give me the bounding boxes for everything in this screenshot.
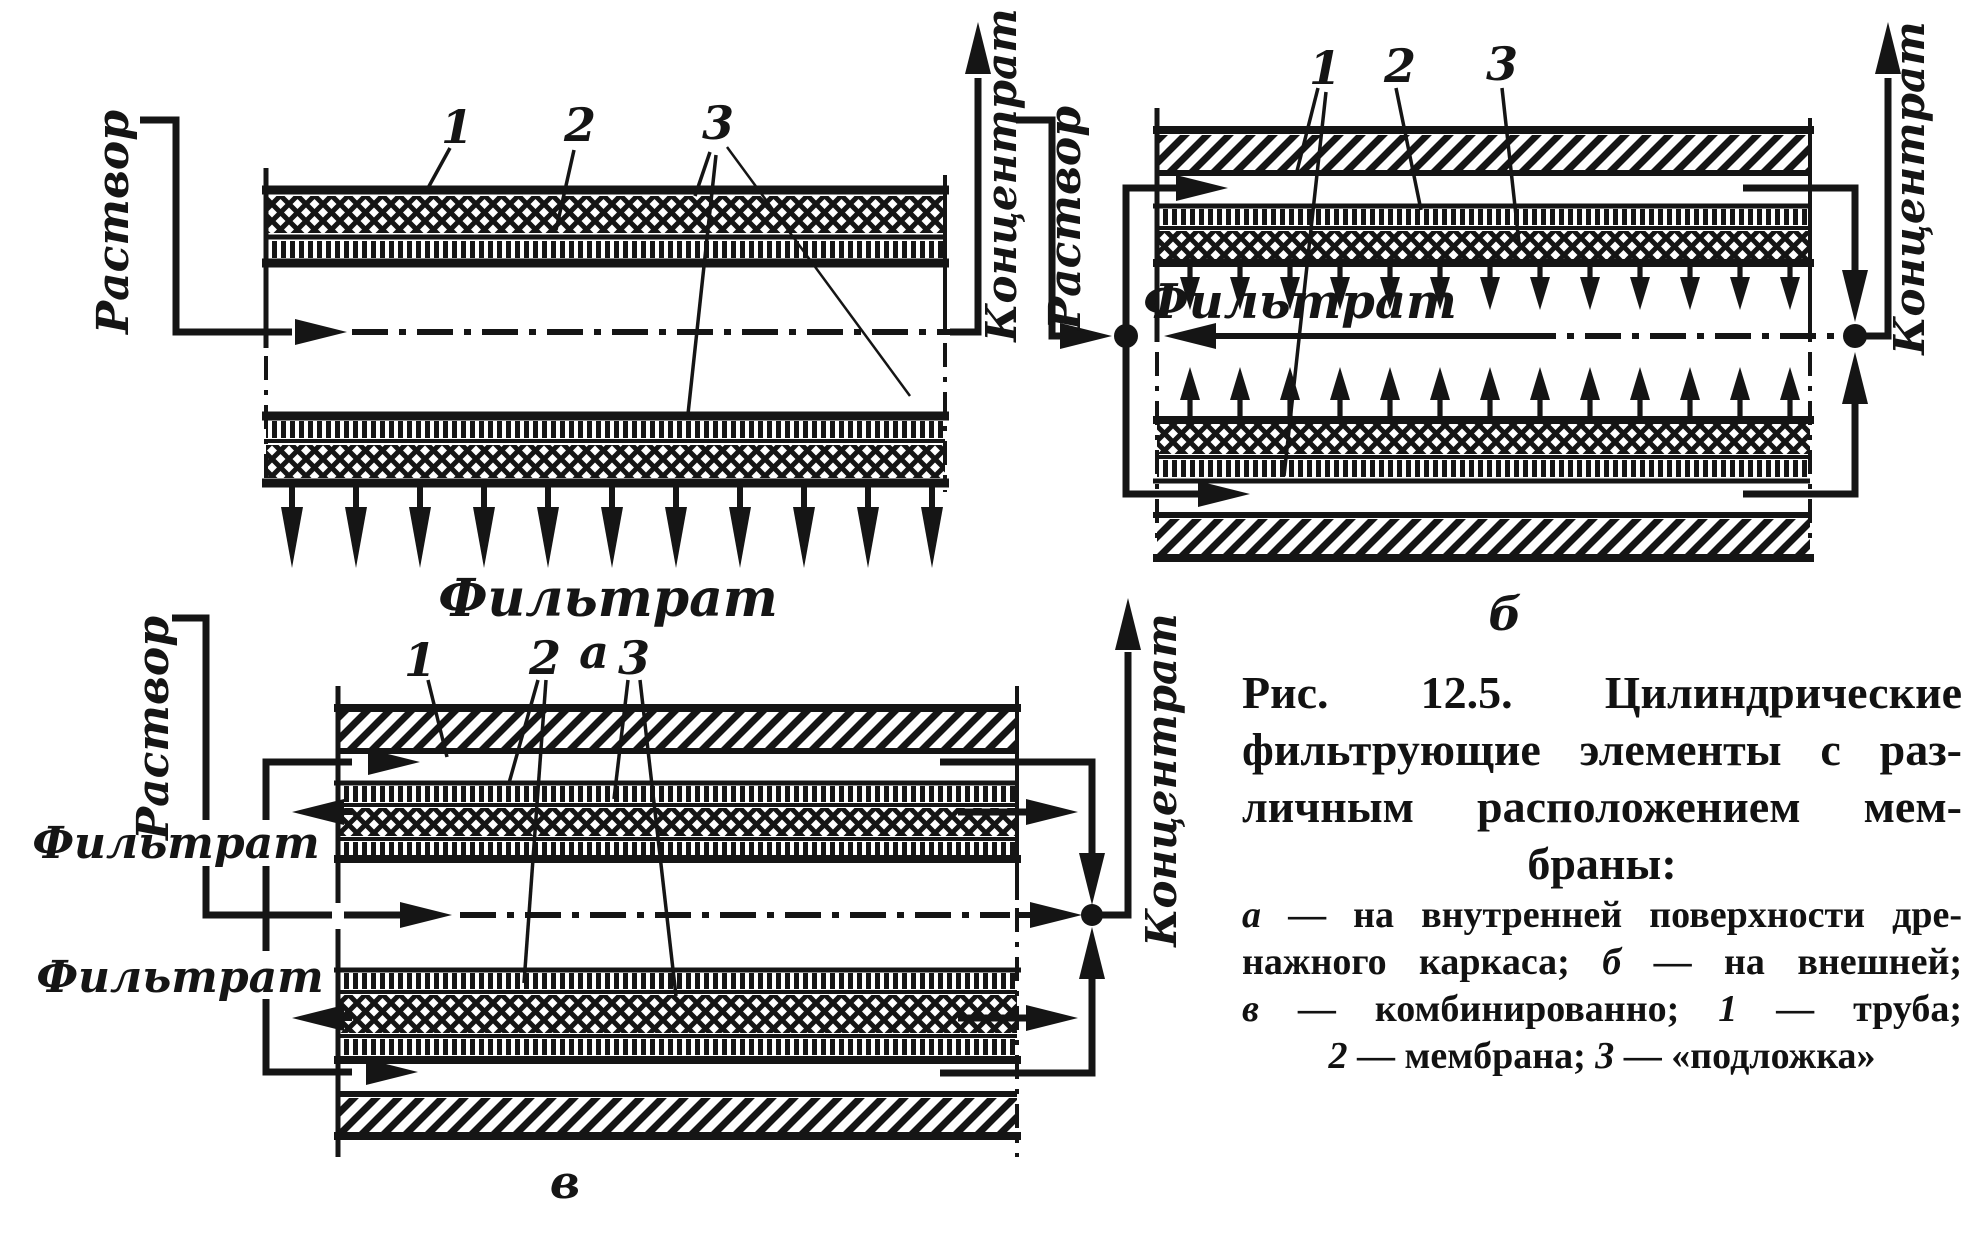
support-band — [266, 196, 945, 233]
channel-outlet — [1743, 402, 1859, 498]
support-band — [1157, 231, 1810, 259]
inlet-bracket — [262, 758, 352, 1076]
part-number-2: 2 — [528, 631, 561, 685]
part-number-3: 3 — [1486, 37, 1518, 91]
part-number-3: 3 — [618, 631, 650, 685]
caption: Рис. 12.5. Цилиндрические фильтрующие эле… — [1242, 664, 1962, 1080]
label-underlay — [38, 951, 318, 999]
filtrate-label-upper: Фильтрат — [32, 818, 319, 869]
filtrate-label-lower: Фильтрат — [36, 952, 323, 1003]
sublabel-b: б — [1488, 587, 1521, 641]
tube-wall-hatch — [1157, 135, 1810, 171]
channel-outlet — [1743, 184, 1859, 272]
membrane-band — [338, 973, 1017, 989]
support-band — [338, 995, 1017, 1033]
caption-line: Рис. 12.5. Цилиндрические — [1242, 667, 1962, 718]
tube-wall-hatch — [1157, 519, 1810, 554]
support-band — [266, 445, 945, 478]
leader-lines — [426, 146, 912, 415]
outlet-up-arrow — [1842, 352, 1868, 404]
channel-outlet — [940, 758, 1096, 858]
filtrate-arrows-down — [281, 484, 943, 568]
leader-lines — [1282, 87, 1521, 477]
caption-line: в — комбинированно; 1 — труба; — [1242, 988, 1963, 1030]
membrane-band — [338, 1039, 1017, 1055]
outlet-down-arrow — [1079, 853, 1105, 905]
tube-wall-hatch — [338, 1098, 1017, 1132]
solution-label: Раствор — [88, 110, 139, 336]
caption-line: нажного каркаса; б — на внешней; — [1242, 941, 1962, 983]
membrane-band — [338, 842, 1017, 856]
solution-label: Раствор — [1040, 106, 1091, 332]
diagram-a: 1 2 3 Раствор Концентрат Фильтрат а — [88, 8, 1026, 679]
concentrate-outlet — [950, 78, 982, 336]
tube-wall-hatch — [338, 712, 1017, 748]
filtrate-out-arrow — [1026, 799, 1078, 825]
support-band — [1157, 424, 1810, 454]
edge-dash-gap — [332, 903, 344, 929]
channel-inlet-arrow — [1198, 481, 1250, 507]
caption-line: а — на внутренней поверхности дре- — [1242, 894, 1962, 936]
membrane-band — [266, 421, 945, 438]
concentrate-outlet — [1092, 652, 1132, 919]
solution-label: Раствор — [128, 616, 179, 842]
centerline-arrow — [1030, 902, 1082, 928]
membrane-band — [266, 241, 945, 258]
diagram-b: 1 2 3 Раствор Концентрат Фильтрат б — [1016, 21, 1934, 641]
solution-feed-arrow — [295, 319, 347, 345]
sublabel-a: а — [579, 625, 609, 679]
support-band — [338, 808, 1017, 836]
channel-inlet-arrow — [1176, 175, 1228, 201]
outlet-up-arrow — [1079, 927, 1105, 979]
outlet-down-arrow — [1842, 270, 1868, 322]
part-number-1: 1 — [404, 633, 436, 687]
filtrate-arrows-up — [1180, 367, 1800, 418]
part-number-1: 1 — [1309, 41, 1341, 95]
concentrate-label: Концентрат — [1885, 21, 1934, 355]
channel-outlet — [940, 972, 1096, 1077]
filtrate-label: Фильтрат — [438, 568, 778, 629]
caption-line: 2 — мембрана; 3 — «подложка» — [1328, 1035, 1876, 1077]
part-number-1: 1 — [441, 100, 473, 154]
part-number-2: 2 — [1383, 39, 1416, 93]
membrane-band — [338, 786, 1017, 802]
membrane-band — [1157, 460, 1810, 477]
filtrate-label: Фильтрат — [1143, 274, 1456, 330]
caption-line: личным расположением мем- — [1242, 781, 1962, 832]
leader-lines — [426, 679, 678, 997]
membrane-band — [1157, 209, 1810, 225]
filtrate-out-arrow — [1026, 1005, 1078, 1031]
part-number-2: 2 — [563, 98, 596, 152]
part-number-3: 3 — [702, 96, 734, 150]
filtrate-out-arrow — [292, 1005, 344, 1031]
label-underlay — [38, 820, 314, 866]
caption-line: фильтрующие элементы с раз- — [1242, 724, 1962, 775]
solution-feed-line — [172, 614, 404, 919]
solution-feed-arrow — [400, 902, 452, 928]
sublabel-v: в — [550, 1155, 580, 1209]
diagram-v: 1 2 3 Раствор Концентрат Фильтрат Фильтр… — [32, 598, 1186, 1209]
concentrate-label: Концентрат — [977, 8, 1026, 342]
caption-line: браны: — [1527, 838, 1677, 889]
concentrate-outlet — [1855, 78, 1892, 340]
solution-feed-line — [140, 116, 292, 336]
concentrate-label: Концентрат — [1137, 613, 1186, 947]
